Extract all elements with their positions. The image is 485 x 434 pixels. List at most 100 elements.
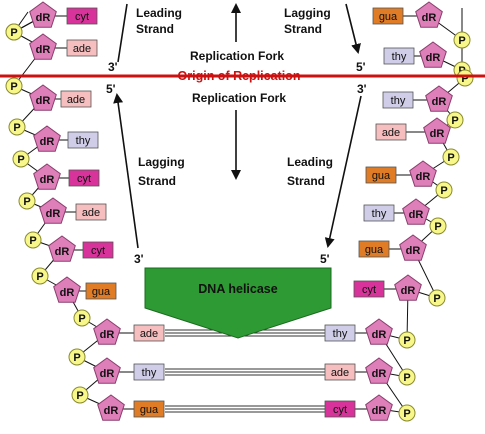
deoxyribose-sugar: dR (97, 394, 125, 421)
sugar-label: dR (104, 405, 119, 417)
phosphate: P (5, 77, 23, 95)
phosphate-label: P (36, 271, 43, 283)
base-label: ade (82, 207, 100, 219)
sugar-label: dR (36, 44, 51, 56)
dna-helicase-shape (144, 267, 332, 339)
base-ade: ade (75, 203, 107, 221)
phosphate: P (398, 368, 416, 386)
base-thy: thy (67, 131, 99, 149)
prime-5-low-right: 5' (320, 252, 330, 266)
phosphate-label: P (78, 313, 85, 325)
phosphate: P (8, 118, 26, 136)
base-label: gua (140, 404, 159, 416)
sugar-label: dR (36, 95, 51, 107)
sugar-label: dR (60, 287, 75, 299)
base-label: ade (140, 328, 158, 340)
origin-label: Origin of Replication (178, 69, 301, 83)
base-ade: ade (66, 39, 98, 57)
lagging-strand-top-line1: Lagging (284, 6, 331, 20)
base-label: thy (333, 328, 348, 340)
phosphate-label: P (451, 115, 458, 127)
sugar-label: dR (372, 329, 387, 341)
deoxyribose-sugar: dR (399, 234, 427, 261)
phosphate: P (31, 267, 49, 285)
deoxyribose-sugar: dR (402, 198, 430, 225)
phosphate: P (398, 404, 416, 422)
base-cyt: cyt (82, 241, 114, 259)
base-gua: gua (358, 240, 390, 258)
lagging-strand-mid-line1: Lagging (138, 155, 185, 169)
base-thy: thy (363, 204, 395, 222)
phosphate: P (12, 150, 30, 168)
phosphate-label: P (403, 372, 410, 384)
phosphate: P (398, 331, 416, 349)
base-thy: thy (383, 47, 415, 65)
leading-strand-top-line (117, 3, 128, 63)
lagging-strand-mid-line2: Strand (138, 174, 176, 188)
base-label: ade (73, 43, 91, 55)
phosphate: P (68, 348, 86, 366)
deoxyribose-sugar: dR (29, 33, 57, 60)
phosphate-label: P (461, 73, 468, 85)
sugar-label: dR (406, 245, 421, 257)
base-label: gua (379, 11, 398, 23)
sugar-label: dR (409, 209, 424, 221)
sugar-label: dR (430, 128, 445, 140)
base-label: gua (92, 286, 111, 298)
base-thy: thy (382, 91, 414, 109)
sugar-label: dR (100, 329, 115, 341)
sugar-label: dR (40, 174, 55, 186)
base-label: cyt (362, 284, 376, 296)
leading-strand-top-line2: Strand (136, 22, 174, 36)
phosphate: P (456, 69, 474, 87)
phosphate-label: P (403, 335, 410, 347)
deoxyribose-sugar: dR (29, 84, 57, 111)
base-ade: ade (133, 324, 165, 342)
prime-3-mid-right: 3' (357, 82, 367, 96)
sugar-label: dR (40, 136, 55, 148)
sugar-label: dR (372, 368, 387, 380)
phosphate: P (428, 289, 446, 307)
phosphate-label: P (433, 293, 440, 305)
deoxyribose-sugar: dR (425, 85, 453, 112)
deoxyribose-sugar: dR (93, 318, 121, 345)
sugar-label: dR (46, 208, 61, 220)
base-cyt: cyt (324, 400, 356, 418)
base-label: ade (67, 94, 85, 106)
base-label: thy (76, 135, 91, 147)
base-thy: thy (324, 324, 356, 342)
base-gua: gua (365, 166, 397, 184)
deoxyribose-sugar: dR (93, 357, 121, 384)
base-label: cyt (333, 404, 347, 416)
nucleotide-layer: PdRcytPdRadePdRguaPdRthyPdRadePdRthyPdRc… (5, 1, 474, 422)
phosphate-label: P (440, 185, 447, 197)
phosphate-label: P (458, 35, 465, 47)
phosphate-label: P (23, 196, 30, 208)
deoxyribose-sugar: dR (409, 160, 437, 187)
prime-5-mid-left: 5' (106, 82, 116, 96)
deoxyribose-sugar: dR (33, 163, 61, 190)
phosphate-label: P (447, 152, 454, 164)
sugar-label: dR (372, 405, 387, 417)
lagging-strand-top-line2: Strand (284, 22, 322, 36)
sugar-label: dR (100, 368, 115, 380)
prime-3-low-left: 3' (134, 252, 144, 266)
deoxyribose-sugar: dR (33, 125, 61, 152)
base-ade: ade (375, 123, 407, 141)
leading-strand-mid-line1: Leading (287, 155, 333, 169)
prime-3-top-left: 3' (108, 60, 118, 74)
base-cyt: cyt (353, 280, 385, 298)
sugar-label: dR (422, 12, 437, 24)
base-label: thy (392, 51, 407, 63)
base-ade: ade (324, 363, 356, 381)
phosphate: P (73, 309, 91, 327)
phosphate-label: P (13, 122, 20, 134)
base-label: gua (372, 170, 391, 182)
phosphate-label: P (10, 81, 17, 93)
phosphate: P (24, 231, 42, 249)
base-gua: gua (372, 7, 404, 25)
phosphate-label: P (76, 390, 83, 402)
deoxyribose-sugar: dR (365, 357, 393, 384)
phosphate-label: P (434, 221, 441, 233)
